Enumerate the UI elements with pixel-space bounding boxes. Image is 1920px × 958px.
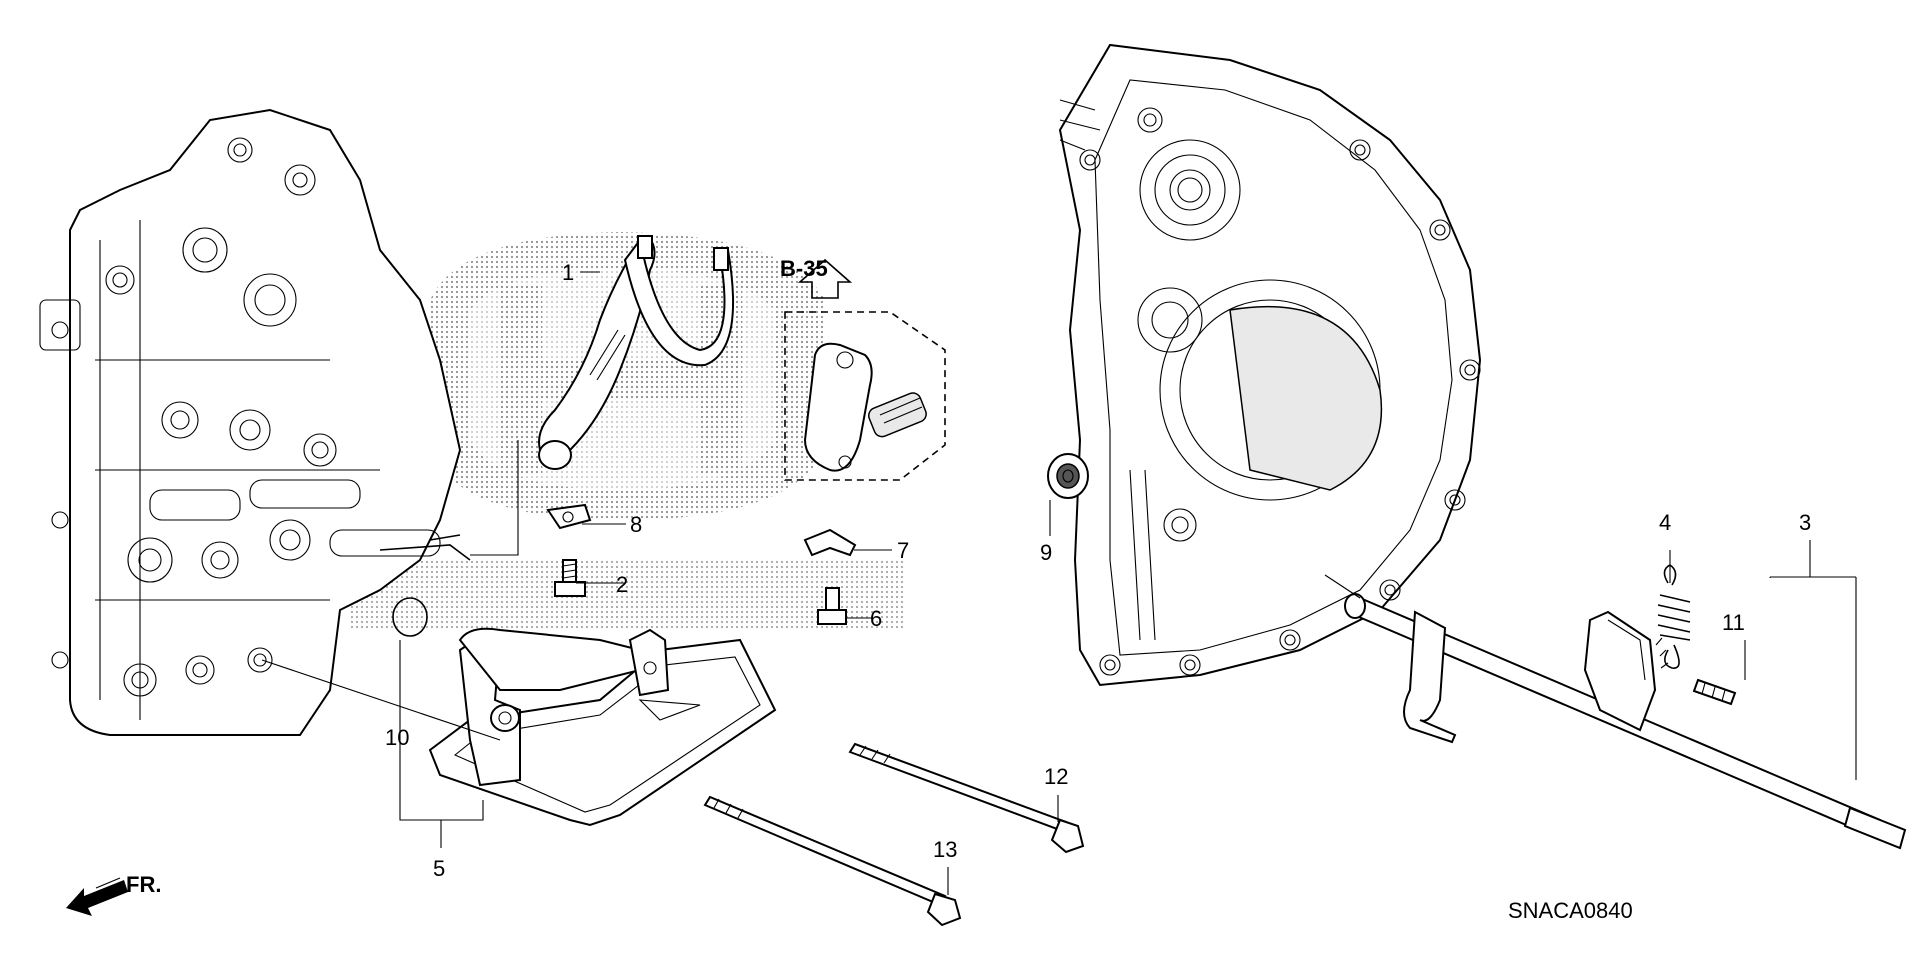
strainer: [428, 627, 777, 827]
bolt-6: [817, 587, 847, 625]
diagram-code: SNACA0840: [1508, 898, 1633, 923]
callout-11: 11: [1722, 610, 1745, 635]
up-arrow-icon: [797, 258, 853, 299]
leader-lines: [399, 271, 1857, 895]
shift-fork: [538, 234, 734, 470]
bolt-12: [848, 742, 1085, 854]
front-direction-label: FR.: [126, 872, 161, 897]
bolt-13: [703, 795, 962, 927]
control-shaft: [1324, 574, 1907, 850]
callout-1: 1: [562, 260, 574, 285]
callout-13: 13: [933, 837, 957, 862]
bolt-2: [554, 559, 586, 597]
detail-inset: [784, 311, 946, 481]
callout-6: 6: [870, 606, 882, 631]
callout-7: 7: [897, 538, 909, 563]
clip: [803, 528, 857, 557]
spring-pin: [1692, 678, 1737, 706]
o-ring: [392, 597, 428, 637]
valve-body: [39, 108, 471, 736]
callout-4: 4: [1659, 510, 1671, 535]
callout-2: 2: [616, 572, 628, 597]
oil-seal: [1047, 453, 1089, 499]
lock-washer: [546, 503, 592, 530]
callout-5: 5: [433, 856, 445, 881]
transmission-case: [1058, 43, 1482, 687]
front-direction-arrow: [66, 877, 128, 916]
callout-10: 10: [385, 725, 409, 750]
callout-9: 9: [1040, 540, 1052, 565]
section-reference: B-35: [780, 256, 828, 281]
callout-12: 12: [1044, 764, 1068, 789]
callout-8: 8: [630, 512, 642, 537]
callout-3: 3: [1799, 510, 1811, 535]
